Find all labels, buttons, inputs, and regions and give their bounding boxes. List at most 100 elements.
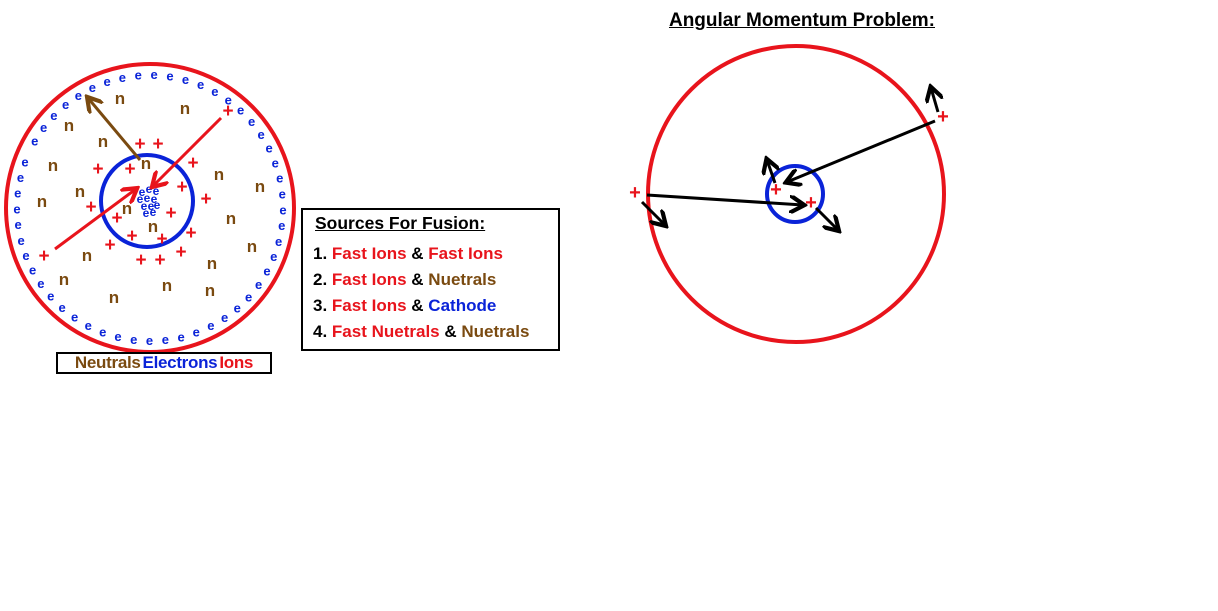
- electron-glyph: e: [182, 72, 189, 87]
- cathode-inner-circle: [99, 153, 195, 249]
- source-num: 4.: [313, 322, 328, 341]
- legend-neutrals: Neutrals: [74, 353, 141, 372]
- ion-glyph: +: [165, 203, 176, 224]
- sources-title: Sources For Fusion:: [315, 213, 486, 233]
- electron-glyph: e: [193, 325, 200, 340]
- source-b: Fast Ions: [428, 244, 503, 263]
- deflect-arrow-center-up: [767, 160, 775, 184]
- electron-glyph: e: [150, 205, 157, 219]
- ion-plus-center-right: +: [805, 192, 817, 214]
- neutral-glyph: n: [122, 199, 132, 218]
- source-a: Fast Ions: [331, 270, 407, 289]
- electron-glyph: e: [279, 186, 286, 201]
- electron-glyph: e: [135, 68, 142, 83]
- electron-glyph: e: [245, 289, 252, 304]
- electron-glyph: e: [71, 310, 78, 325]
- electron-glyph: e: [103, 74, 110, 89]
- electron-glyph: e: [207, 318, 214, 333]
- ion-path-arrow-left: [646, 193, 803, 205]
- ion-glyph: +: [156, 229, 167, 250]
- sources-for-fusion-box: Sources For Fusion: 1. Fast Ions & Fast …: [301, 208, 560, 351]
- electron-glyph: e: [29, 263, 36, 278]
- fast-neutral-arrow: [88, 98, 142, 161]
- source-num: 2.: [313, 270, 328, 289]
- electron-glyph: e: [265, 141, 272, 156]
- source-b: Nuetrals: [461, 322, 530, 341]
- electron-glyph: e: [47, 289, 54, 304]
- source-sep: &: [444, 322, 457, 341]
- neutral-glyph: n: [180, 99, 190, 118]
- neutral-glyph: n: [75, 182, 85, 201]
- am-inner-circle: [765, 164, 825, 224]
- electron-glyph: e: [17, 233, 24, 248]
- am-outer-circle: [646, 44, 946, 344]
- ion-glyph: +: [185, 223, 196, 244]
- electron-glyph: e: [162, 332, 169, 347]
- electron-glyph: e: [221, 310, 228, 325]
- source-sep: &: [411, 296, 424, 315]
- neutral-glyph: n: [64, 116, 74, 135]
- source-item: 3. Fast Ions & Cathode: [313, 293, 558, 319]
- source-num: 3.: [313, 296, 328, 315]
- ion-glyph: +: [92, 159, 103, 180]
- ion-plus-far-left: +: [629, 182, 641, 204]
- source-b: Nuetrals: [428, 270, 497, 289]
- electron-glyph: e: [166, 69, 173, 84]
- electron-glyph: e: [13, 201, 20, 216]
- ion-glyph: +: [222, 101, 233, 122]
- electron-glyph: e: [279, 202, 286, 217]
- ion-glyph: +: [135, 250, 146, 271]
- angular-momentum-diagram: + + + +: [629, 44, 949, 344]
- electron-glyph: e: [37, 276, 44, 291]
- neutral-glyph: n: [109, 288, 119, 307]
- ion-glyph: +: [200, 189, 211, 210]
- neutral-glyph: n: [214, 165, 224, 184]
- ion-glyph: +: [152, 134, 163, 155]
- electron-glyph: e: [225, 93, 232, 108]
- ion-glyph: +: [126, 226, 137, 247]
- ion-glyph: +: [154, 250, 165, 271]
- neutral-glyph: n: [162, 276, 172, 295]
- electron-glyph: e: [58, 300, 65, 315]
- electron-glyph: e: [177, 329, 184, 344]
- electron-glyph: e: [211, 84, 218, 99]
- source-a: Fast Ions: [331, 244, 407, 263]
- neutral-glyph: n: [59, 270, 69, 289]
- neutral-glyph: n: [205, 281, 215, 300]
- source-item: 1. Fast Ions & Fast Ions: [313, 241, 558, 267]
- ion-glyph: +: [134, 134, 145, 155]
- electron-glyph: e: [248, 114, 255, 129]
- electron-glyph: e: [17, 170, 24, 185]
- electron-glyph: e: [146, 333, 153, 348]
- electron-glyph: e: [150, 67, 157, 82]
- electron-glyph: e: [139, 185, 146, 199]
- ion-glyph: +: [187, 153, 198, 174]
- source-b: Cathode: [428, 296, 497, 315]
- electron-glyph: e: [50, 108, 57, 123]
- source-a: Fast Ions: [331, 296, 407, 315]
- ion-plus-center-left: +: [770, 179, 782, 201]
- electron-glyph: e: [89, 80, 96, 95]
- electron-glyph: e: [276, 171, 283, 186]
- electron-glyph: e: [14, 186, 21, 201]
- electron-glyph: e: [40, 120, 47, 135]
- ion-glyph: +: [38, 246, 49, 267]
- electron-glyph: e: [278, 218, 285, 233]
- electron-glyph: e: [257, 127, 264, 142]
- ion-path-arrow-right: [787, 119, 936, 182]
- source-item: 2. Fast Ions & Nuetrals: [313, 267, 558, 293]
- electron-glyph: e: [22, 248, 29, 263]
- deflect-arrow-left: [640, 200, 665, 225]
- neutral-glyph: n: [82, 246, 92, 265]
- deflect-arrow-right: [931, 88, 938, 113]
- ion-plus-far-right: +: [937, 106, 949, 128]
- electron-glyph: e: [31, 134, 38, 149]
- electron-glyph: e: [270, 249, 277, 264]
- legend-ions: Ions: [219, 353, 254, 372]
- neutral-glyph: n: [255, 177, 265, 196]
- electron-glyph: e: [154, 198, 161, 212]
